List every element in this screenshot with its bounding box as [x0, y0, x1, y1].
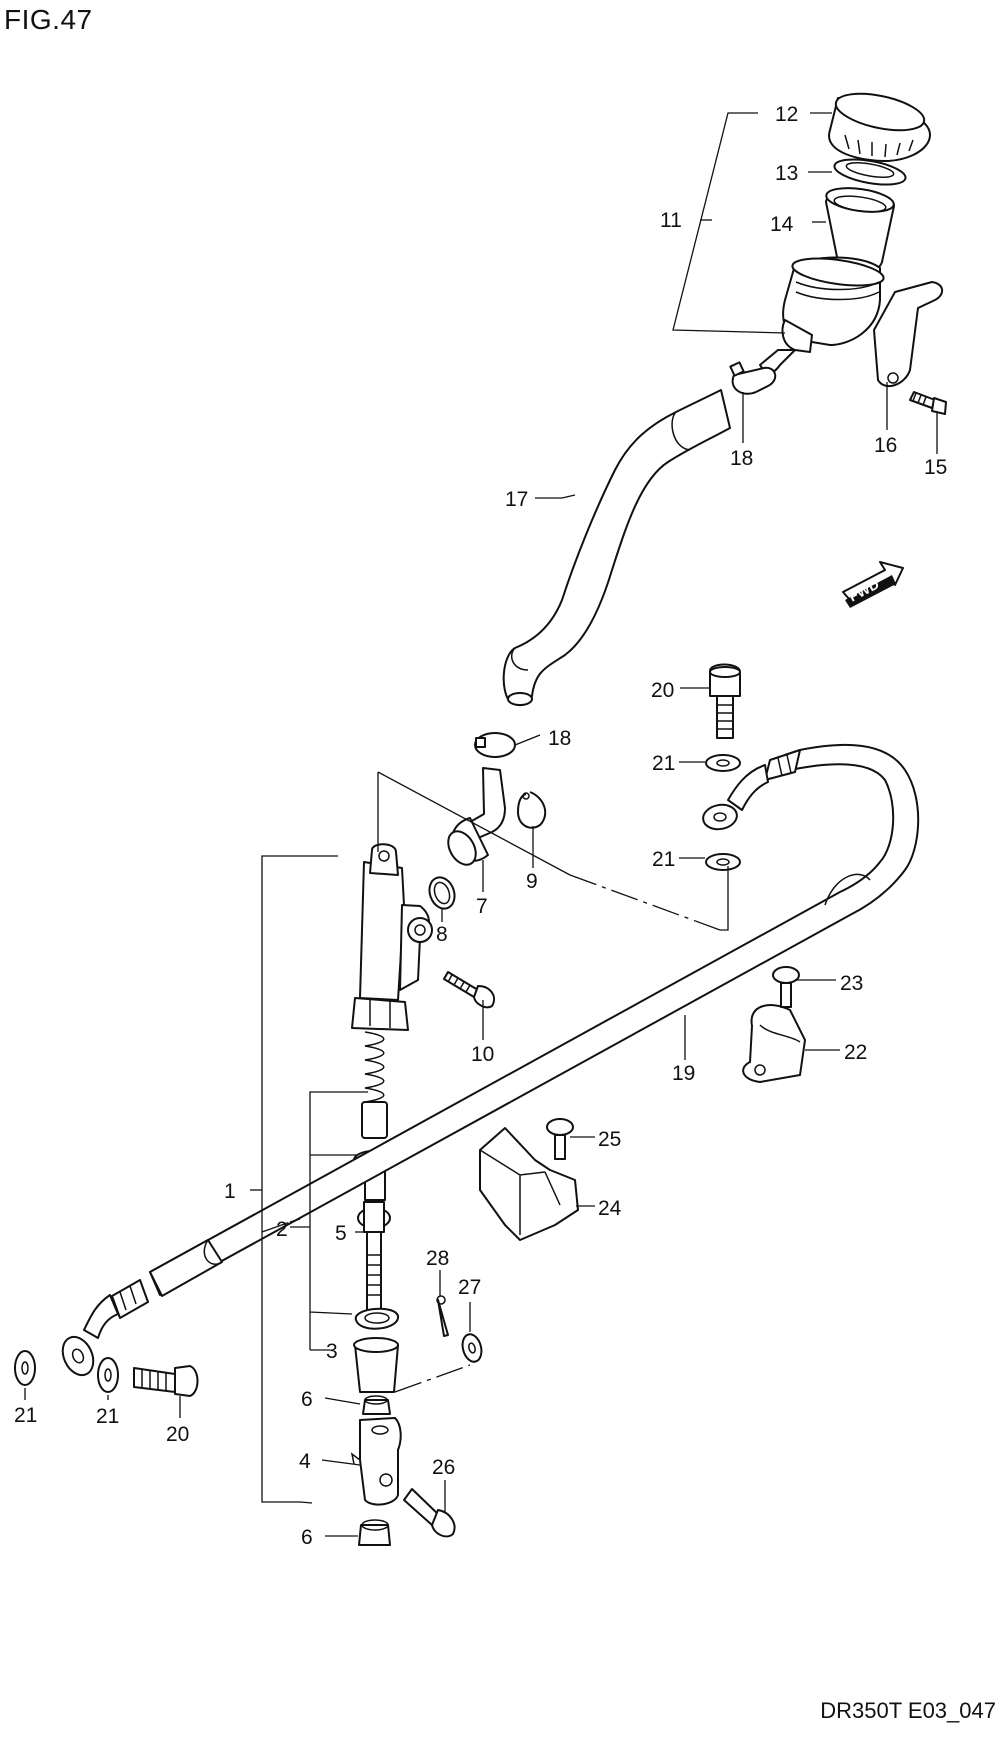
- leader-lines: [24, 112, 938, 1537]
- callout-12: 12: [775, 103, 798, 126]
- clevis-4: [350, 1417, 402, 1506]
- callout-16: 16: [874, 434, 897, 457]
- figure-title: FIG.47: [4, 4, 93, 35]
- callout-23: 23: [840, 972, 863, 995]
- hose-guide-24: [479, 1127, 579, 1241]
- callout-18-bottom: 18: [548, 727, 571, 750]
- washer-21-left-b: [97, 1357, 119, 1393]
- callout-6-upper: 6: [301, 1388, 313, 1411]
- callout-5: 5: [335, 1222, 347, 1245]
- reservoir-cap-12: [828, 92, 931, 162]
- callout-17: 17: [505, 488, 528, 511]
- hose-guide-22: [742, 1004, 806, 1083]
- banjo-bolt-20-right: [709, 663, 741, 739]
- callout-1: 1: [224, 1180, 236, 1203]
- hose-joint-7: [447, 767, 506, 866]
- callout-10: 10: [471, 1043, 494, 1066]
- washer-21-left-a: [14, 1350, 36, 1386]
- washer-27: [461, 1333, 483, 1363]
- callout-25: 25: [598, 1128, 621, 1151]
- callout-14: 14: [770, 213, 794, 236]
- reservoir-bracket-16: [873, 281, 944, 388]
- bolt-15: [909, 391, 947, 415]
- callout-11: 11: [660, 209, 682, 232]
- callout-2: 2: [276, 1218, 288, 1241]
- callout-labels: 12 13 14 11 16 15 18 17 18 20 21 21 7 8 …: [14, 103, 947, 1549]
- screw-25: [546, 1118, 574, 1160]
- callout-7: 7: [476, 895, 488, 918]
- diaphragm-14: [825, 187, 896, 274]
- callout-20-right: 20: [651, 679, 674, 702]
- nut-6-lower: [358, 1519, 391, 1546]
- callout-8: 8: [436, 923, 448, 946]
- callout-22: 22: [844, 1041, 867, 1064]
- callout-21-left-a: 21: [14, 1404, 37, 1427]
- callout-27: 27: [458, 1276, 481, 1299]
- o-ring-8: [428, 876, 456, 910]
- callout-26: 26: [432, 1456, 455, 1479]
- nut-6-upper: [362, 1395, 391, 1415]
- callout-20-left: 20: [166, 1423, 189, 1446]
- reservoir-hose-17: [502, 389, 731, 707]
- washer-21-right-lower: [705, 853, 741, 871]
- fwd-arrow-icon: FWD: [842, 561, 904, 608]
- callout-13: 13: [775, 162, 798, 185]
- callout-24: 24: [598, 1197, 622, 1220]
- screw-10: [443, 971, 496, 1009]
- washer-21-right-upper: [705, 754, 741, 772]
- hose-clamp-18-bottom: [474, 732, 516, 758]
- callout-21-right-lower: 21: [652, 848, 675, 871]
- callout-6-lower: 6: [301, 1526, 313, 1549]
- hose-clamp-18-top: [729, 361, 777, 395]
- diaphragm-plate-13: [833, 158, 907, 186]
- callout-28: 28: [426, 1247, 449, 1270]
- callout-4: 4: [299, 1450, 311, 1473]
- callout-15: 15: [924, 456, 947, 479]
- master-cylinder-body-1: [351, 843, 433, 1031]
- clevis-pin-26: [403, 1488, 456, 1538]
- callout-3: 3: [326, 1340, 338, 1363]
- screw-23: [772, 966, 800, 1008]
- callout-19: 19: [672, 1062, 695, 1085]
- callout-9: 9: [526, 870, 538, 893]
- reservoir-body-11: [743, 256, 885, 387]
- callout-21-right-upper: 21: [652, 752, 675, 775]
- callout-18-top: 18: [730, 447, 753, 470]
- banjo-bolt-20-left: [133, 1365, 199, 1397]
- cotter-pin-28: [436, 1295, 449, 1337]
- circlip-2b: [354, 1307, 399, 1330]
- circlip-9: [517, 791, 547, 829]
- callout-21-left-b: 21: [96, 1405, 119, 1428]
- drawing-code: DR350T E03_047: [820, 1698, 996, 1723]
- boot-3: [353, 1337, 399, 1393]
- brake-hose-19: [61, 743, 920, 1377]
